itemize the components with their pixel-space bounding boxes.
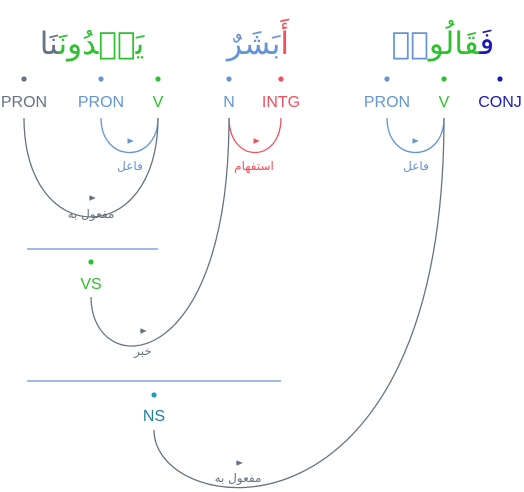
pos-tag: V xyxy=(153,94,164,111)
node-dot xyxy=(278,76,284,82)
node-dot xyxy=(384,76,390,82)
word-faqalu: فَقَالُوا۟ xyxy=(392,19,495,62)
relation-label: مفعول به xyxy=(215,471,262,486)
dependency-arc xyxy=(228,117,282,154)
word-segment: بَشَرٌ xyxy=(225,26,282,62)
dependency-arc xyxy=(153,117,445,489)
word-segment: ا۟ xyxy=(392,26,429,62)
pos-tag: INTG xyxy=(262,94,300,111)
word-abasharun: أَبَشَرٌ xyxy=(225,18,290,62)
node-dot xyxy=(497,76,503,82)
word-segment: فَ xyxy=(478,26,494,62)
node-dot xyxy=(151,392,157,398)
node-dot xyxy=(88,259,94,265)
word-segment: قَالُو xyxy=(427,19,480,62)
hidden-node-ns: NS xyxy=(143,408,165,425)
dependency-arc xyxy=(386,117,445,153)
pos-tag: CONJ xyxy=(478,94,522,111)
node-dot xyxy=(226,76,232,82)
word-segment: نَا xyxy=(40,26,59,62)
word-segment: أَ xyxy=(280,18,290,62)
hidden-node-vs: VS xyxy=(80,276,101,293)
pos-tag: PRON xyxy=(78,94,124,111)
node-dot xyxy=(21,76,27,82)
relation-label: مفعول به xyxy=(68,207,115,222)
word-yahdunana: يَهۡدُونَنَا xyxy=(40,26,146,62)
pos-tag: PRON xyxy=(1,94,47,111)
pos-tag: PRON xyxy=(364,94,410,111)
relation-label: فاعل xyxy=(403,159,429,173)
relation-label: فاعل xyxy=(117,159,143,173)
dependency-arc xyxy=(90,117,230,347)
dependency-arc xyxy=(23,117,159,218)
relation-label: استفهام xyxy=(234,159,274,173)
node-dot xyxy=(98,76,104,82)
node-dot xyxy=(441,76,447,82)
node-dot xyxy=(155,76,161,82)
pos-tag: V xyxy=(439,94,450,111)
pos-tag: N xyxy=(223,94,235,111)
word-segment: يَهۡدُونَ xyxy=(58,26,146,62)
relation-label: خبر xyxy=(133,344,152,359)
dependency-arc xyxy=(100,117,159,153)
